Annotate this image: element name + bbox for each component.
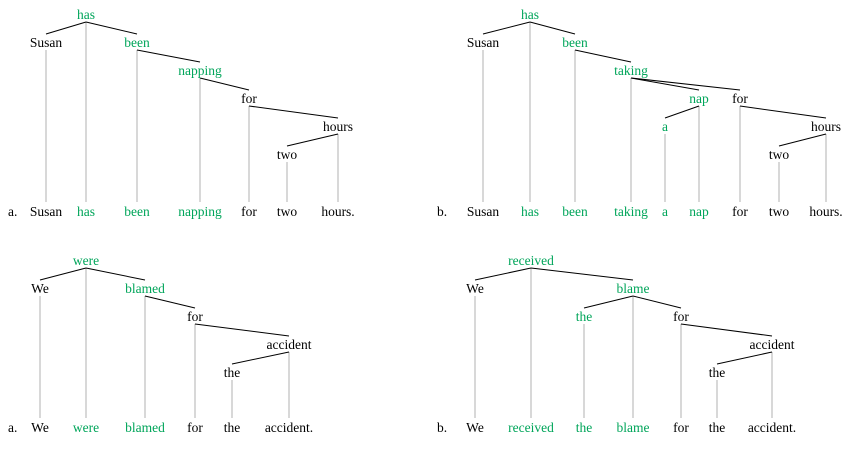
sentence-word-susan: Susan: [29, 204, 63, 219]
sentence-word-a: a: [662, 204, 668, 219]
tree-node-the2: the: [708, 365, 726, 380]
sentence-word-susan: Susan: [466, 204, 500, 219]
dependency-edge: [664, 105, 700, 119]
tree-node-blame: blame: [616, 281, 650, 296]
sentence-word-hours: hours.: [809, 204, 843, 219]
tree-node-hours: hours: [323, 119, 353, 134]
sentence-word-received: received: [508, 420, 554, 435]
dependency-edge: [716, 351, 773, 365]
dependency-edge: [474, 267, 532, 281]
dependency-edge: [85, 21, 138, 35]
tree-node-taking: taking: [614, 63, 648, 78]
tree-node-received: received: [508, 253, 554, 268]
dependency-edge: [482, 21, 531, 35]
sentence-word-for: for: [732, 204, 748, 219]
sentence-word-been: been: [124, 204, 150, 219]
tree-node-for: for: [673, 309, 689, 324]
tree-node-were: were: [72, 253, 100, 268]
sentence-word-we: We: [31, 420, 49, 435]
tree-node-has: has: [77, 7, 95, 22]
tree-node-nap: nap: [689, 91, 709, 106]
sentence-word-blame: blame: [616, 420, 650, 435]
sentence-word-two: two: [276, 204, 298, 219]
dependency-edge: [144, 295, 196, 309]
tree-label-tree-b-received-the-blame: b.: [437, 420, 448, 435]
sentence-word-for: for: [187, 420, 203, 435]
sentence-word-the: the: [575, 420, 593, 435]
dependency-edge: [45, 21, 87, 35]
dependency-edge: [739, 105, 827, 119]
dependency-edge: [39, 267, 87, 281]
tree-node-two: two: [768, 147, 790, 162]
dependency-edge: [778, 133, 827, 147]
tree-node-susan: Susan: [29, 35, 63, 50]
tree-node-susan: Susan: [466, 35, 500, 50]
dependency-edge: [136, 49, 201, 63]
sentence-word-been: been: [562, 204, 588, 219]
dependency-edge: [630, 77, 700, 91]
dependency-edge: [530, 267, 634, 281]
sentence-word-accident: accident.: [264, 420, 314, 435]
tree-node-hours: hours: [811, 119, 841, 134]
tree-node-the: the: [575, 309, 593, 324]
tree-label-tree-a-were-blamed: a.: [8, 420, 18, 435]
sentence-word-we: We: [466, 420, 484, 435]
tree-node-for: for: [187, 309, 203, 324]
sentence-word-two: two: [768, 204, 790, 219]
tree-node-accident: accident: [266, 337, 312, 352]
tree-node-we: We: [466, 281, 484, 296]
dependency-edge: [194, 323, 290, 337]
tree-node-has: has: [521, 7, 539, 22]
sentence-word-has: has: [77, 204, 95, 219]
sentence-word-for: for: [241, 204, 257, 219]
dependency-edge: [529, 21, 576, 35]
dependency-edge: [199, 77, 250, 91]
dependency-edge: [583, 295, 634, 309]
tree-node-a: a: [662, 119, 668, 134]
tree-node-blamed: blamed: [125, 281, 165, 296]
dependency-edge: [286, 133, 339, 147]
dependency-edge: [85, 267, 146, 281]
sentence-word-accident: accident.: [747, 420, 797, 435]
sentence-word-the: the: [223, 420, 241, 435]
dependency-edge: [248, 105, 339, 119]
sentence-word-blamed: blamed: [125, 420, 165, 435]
sentence-word-nap: nap: [689, 204, 709, 219]
tree-label-tree-a-napping: a.: [8, 204, 18, 219]
sentence-word-were: were: [72, 420, 100, 435]
tree-node-we: We: [31, 281, 49, 296]
dependency-edge: [231, 351, 290, 365]
tree-node-been: been: [562, 35, 588, 50]
sentence-word-for: for: [673, 420, 689, 435]
sentence-word-has: has: [521, 204, 539, 219]
tree-node-napping: napping: [178, 63, 222, 78]
dependency-edge: [574, 49, 632, 63]
tree-node-accident: accident: [749, 337, 795, 352]
sentence-word-hours: hours.: [321, 204, 355, 219]
tree-label-tree-b-taking-a-nap: b.: [437, 204, 448, 219]
sentence-word-the2: the: [708, 420, 726, 435]
tree-node-the: the: [223, 365, 241, 380]
tree-node-for: for: [732, 91, 748, 106]
tree-node-for: for: [241, 91, 257, 106]
dependency-edge: [630, 77, 741, 91]
sentence-word-taking: taking: [614, 204, 648, 219]
dependency-edge: [680, 323, 773, 337]
sentence-word-napping: napping: [178, 204, 222, 219]
tree-node-two: two: [276, 147, 298, 162]
dependency-edge: [632, 295, 682, 309]
tree-node-been: been: [124, 35, 150, 50]
